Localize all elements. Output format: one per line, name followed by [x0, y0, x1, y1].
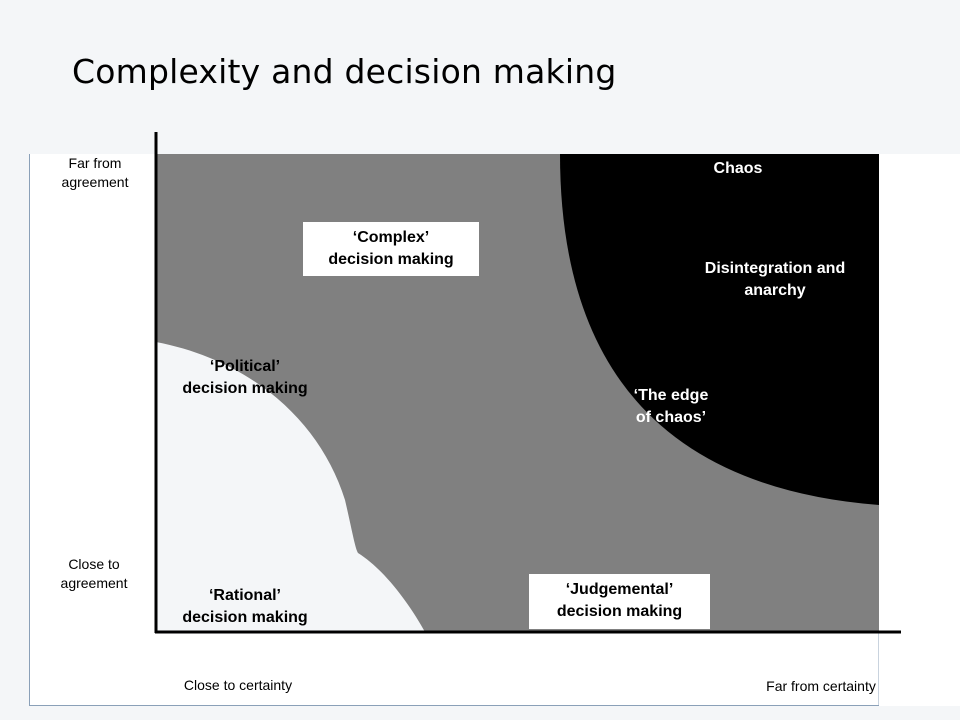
panel-border-left: [29, 154, 30, 706]
political-decision-text: ‘Political’ decision making: [182, 358, 308, 397]
judgemental-decision-text: ‘Judgemental’ decision making: [556, 581, 683, 620]
panel-border-bottom: [29, 705, 879, 706]
judgemental-decision-label: ‘Judgemental’ decision making: [529, 574, 710, 629]
slide-title: Complexity and decision making: [72, 52, 617, 91]
disintegration-text: Disintegration and anarchy: [704, 260, 846, 299]
x-axis-left-label: Close to certainty: [183, 677, 293, 693]
y-axis-top-label: Far from agreement: [44, 154, 146, 192]
rational-decision-label: ‘Rational’ decision making: [166, 585, 324, 629]
y-axis-bottom-label: Close to agreement: [42, 555, 146, 593]
edge-of-chaos-label: ‘The edge of chaos’: [606, 385, 736, 429]
edge-of-chaos-text: ‘The edge of chaos’: [633, 387, 709, 426]
chaos-region: [560, 154, 879, 505]
complex-decision-label: ‘Complex’ decision making: [303, 222, 479, 276]
disintegration-label: Disintegration and anarchy: [684, 258, 866, 302]
y-axis-bottom-text: Close to agreement: [60, 556, 128, 591]
rational-region: [156, 342, 425, 632]
rational-decision-text: ‘Rational’ decision making: [182, 587, 308, 626]
chaos-label: Chaos: [713, 160, 763, 177]
complex-decision-text: ‘Complex’ decision making: [328, 229, 454, 268]
y-axis-top-text: Far from agreement: [61, 155, 129, 190]
x-axis-right-label: Far from certainty: [766, 678, 876, 694]
political-decision-label: ‘Political’ decision making: [166, 356, 324, 400]
